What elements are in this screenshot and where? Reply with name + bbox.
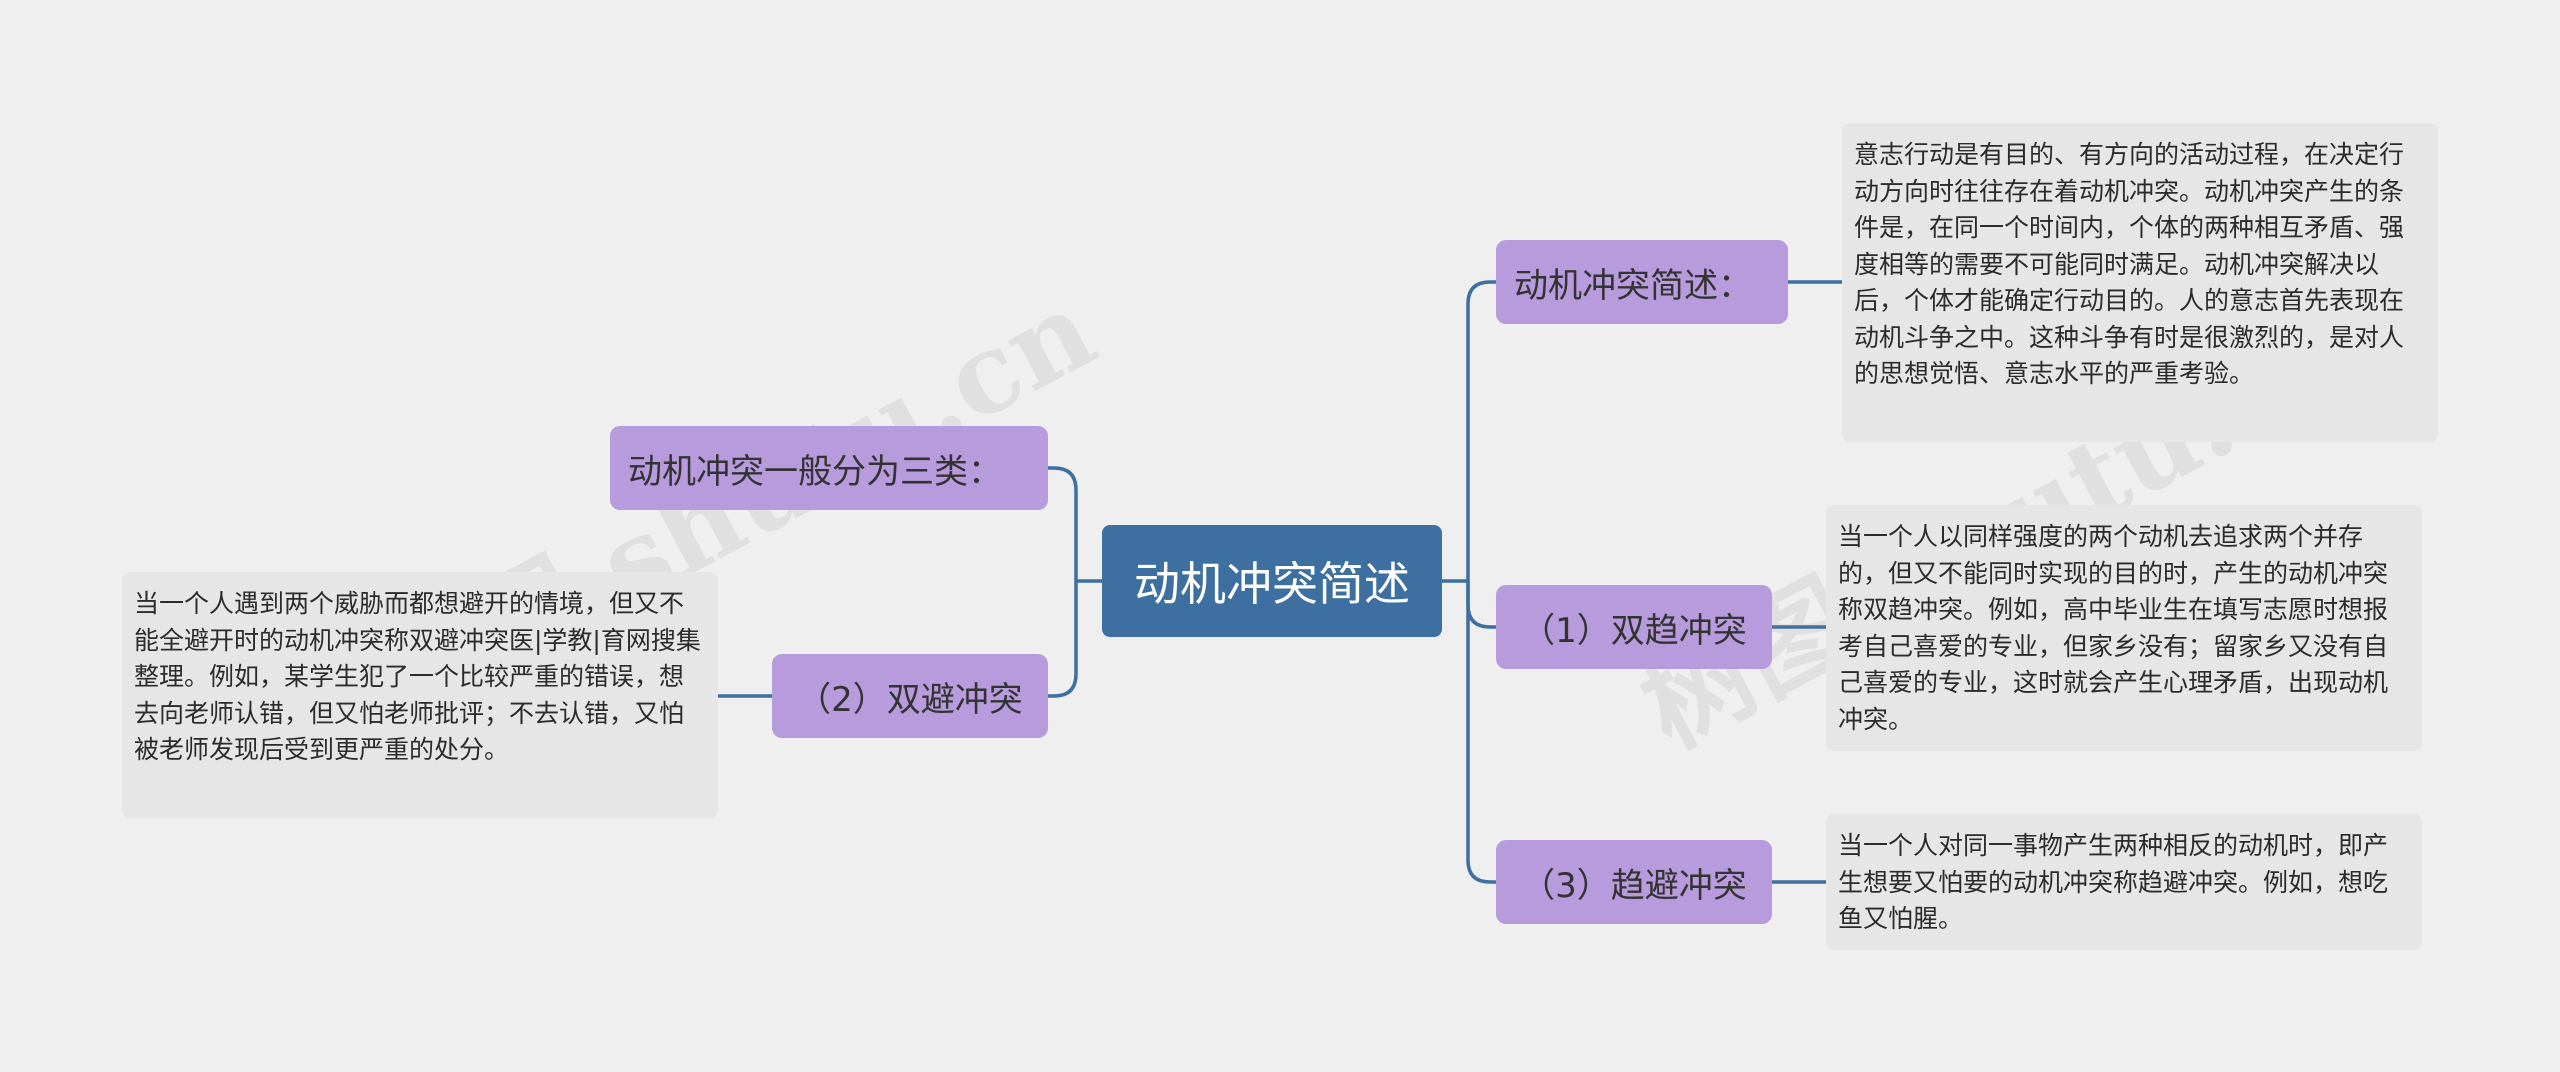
topic-three-types[interactable]: 动机冲突一般分为三类： <box>610 426 1048 510</box>
topic-approach-avoidance-label: （3）趋避冲突 <box>1521 865 1747 906</box>
topic-avoidance-avoidance[interactable]: （2）双避冲突 <box>772 654 1048 738</box>
note-approach-avoidance: 当一个人对同一事物产生两种相反的动机时，即产生想要又怕要的动机冲突称趋避冲突。例… <box>1826 814 2422 950</box>
note-approach-approach: 当一个人以同样强度的两个动机去追求两个并存的，但又不能同时实现的目的时，产生的动… <box>1826 505 2422 751</box>
connector-to-three-types <box>1048 466 1078 581</box>
topic-three-types-label: 动机冲突一般分为三类： <box>628 451 1002 492</box>
topic-avoidance-avoidance-label: （2）双避冲突 <box>797 679 1023 720</box>
note-overview: 意志行动是有目的、有方向的活动过程，在决定行动方向时往往存在着动机冲突。动机冲突… <box>1842 123 2438 442</box>
topic-overview[interactable]: 动机冲突简述： <box>1496 240 1788 324</box>
root-topic[interactable]: 动机冲突简述 <box>1102 525 1442 637</box>
connector-to-overview <box>1466 280 1496 581</box>
topic-approach-avoidance[interactable]: （3）趋避冲突 <box>1496 840 1772 924</box>
topic-approach-approach-label: （1）双趋冲突 <box>1521 610 1747 651</box>
root-topic-label: 动机冲突简述 <box>1134 557 1410 611</box>
note-avoidance-avoidance: 当一个人遇到两个威胁而都想避开的情境，但又不能全避开时的动机冲突称双避冲突医|学… <box>122 572 718 818</box>
connector-to-approach-avoidance <box>1466 581 1496 884</box>
connector-to-approach-approach <box>1466 581 1496 629</box>
topic-overview-label: 动机冲突简述： <box>1514 265 1752 306</box>
connector-to-avoidance-avoidance <box>1048 581 1078 698</box>
topic-approach-approach[interactable]: （1）双趋冲突 <box>1496 585 1772 669</box>
